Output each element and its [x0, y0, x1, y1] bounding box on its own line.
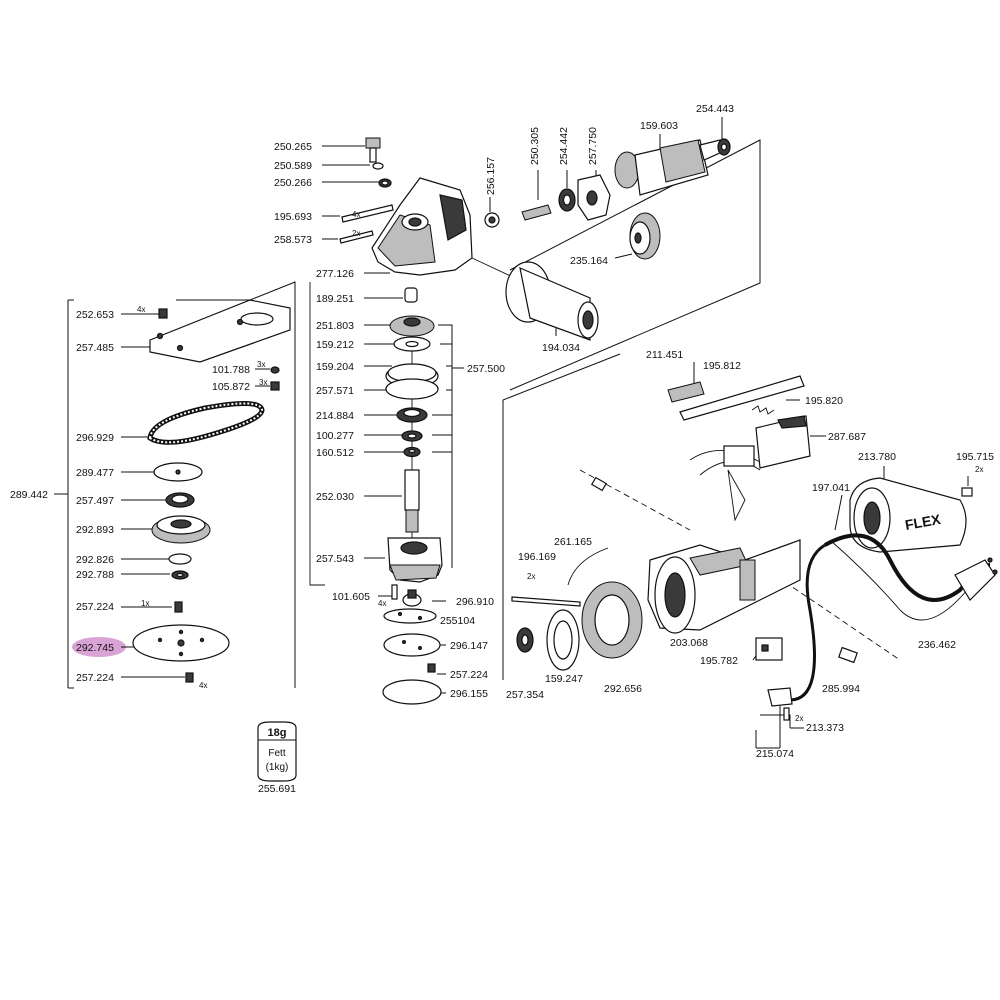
quantity-label: 1x: [141, 599, 149, 608]
part-number-label: 250.589: [274, 160, 312, 172]
part-number-label: 203.068: [670, 637, 708, 649]
part-number-label: 211.451: [646, 349, 683, 361]
part-number-label: 257.543: [316, 553, 354, 565]
part-number-label: 105.872: [212, 381, 250, 393]
quantity-label: 2x: [527, 572, 535, 581]
pad-assembly-group: [54, 281, 296, 689]
quantity-label: 2x: [975, 465, 983, 474]
part-number-label: 159.212: [316, 339, 354, 351]
part-number-label: 195.782: [700, 655, 738, 667]
part-number-label: 195.812: [703, 360, 741, 372]
part-number-label: 159.603: [640, 120, 678, 132]
part-number-label: 257.224: [76, 672, 114, 684]
part-number-label: 257.500: [467, 363, 505, 375]
armature-group: [484, 117, 761, 391]
quantity-label: 4x: [199, 681, 207, 690]
part-number-label: 277.126: [316, 268, 354, 280]
part-number-label: 254.442: [558, 127, 570, 165]
part-number-label: 257.571: [316, 385, 354, 397]
part-number-label: 252.030: [316, 491, 354, 503]
part-number-label: 250.266: [274, 177, 312, 189]
part-number-label: 292.656: [604, 683, 642, 695]
part-number-label: 100.277: [316, 430, 354, 442]
part-number-label: 215.074: [756, 748, 794, 760]
quantity-label: 3x: [257, 360, 265, 369]
quantity-label: 4x: [137, 305, 145, 314]
fett-name: Fett: [268, 748, 285, 759]
part-number-label: 289.477: [76, 467, 114, 479]
part-number-label: 159.204: [316, 361, 354, 373]
part-number-label: 292.893: [76, 524, 114, 536]
part-number-label: 195.820: [805, 395, 843, 407]
part-number-labels: 250.265 250.589 250.266 195.693 258.573 277.1…: [10, 103, 994, 795]
part-number-label: 256.157: [485, 157, 497, 195]
part-number-label: 195.715: [956, 451, 994, 463]
part-number-label: 285.994: [822, 683, 860, 695]
part-number-label: 257.224: [76, 601, 114, 613]
part-number-label: 214.884: [316, 410, 354, 422]
part-number-label: 258.573: [274, 234, 312, 246]
part-number-label: 254.443: [696, 103, 734, 115]
quantity-labels: 4x 2x 4x 3x 3x 1x 4x 4x 2x 2x 2x: [137, 210, 983, 723]
part-number-label: 213.373: [806, 722, 844, 734]
part-number-label: 194.034: [542, 342, 580, 354]
part-number-label: 289.442: [10, 489, 48, 501]
part-number-label: 287.687: [828, 431, 866, 443]
part-number-label: 236.462: [918, 639, 956, 651]
part-number-label: 257.485: [76, 342, 114, 354]
part-number-label: 101.605: [332, 591, 370, 603]
quantity-label: 3x: [259, 378, 267, 387]
part-number-label: 296.147: [450, 640, 488, 652]
part-number-label: 292.826: [76, 554, 114, 566]
part-number-label: 296.155: [450, 688, 488, 700]
fett-weight: 18g: [268, 727, 287, 739]
part-number-label: 213.780: [858, 451, 896, 463]
quantity-label: 2x: [795, 714, 803, 723]
part-number-label: 257.750: [587, 127, 599, 165]
highlight-marker: [72, 637, 126, 657]
part-number-label: 255.691: [258, 783, 296, 795]
part-number-label: 255104: [440, 615, 475, 627]
part-number-label: 296.929: [76, 432, 114, 444]
fett-amount: (1kg): [266, 762, 289, 773]
part-number-label: 235.164: [570, 255, 608, 267]
grease-tub-255-691: 18g Fett (1kg): [257, 721, 297, 782]
gear-head-group: [309, 137, 516, 705]
part-number-label: 257.224: [450, 669, 488, 681]
part-number-label: 252.653: [76, 309, 114, 321]
part-number-label: 257.354: [506, 689, 544, 701]
part-number-label: 250.305: [529, 127, 541, 165]
part-number-label: 296.910: [456, 596, 494, 608]
part-number-label: 159.247: [545, 673, 583, 685]
part-number-label: 197.041: [812, 482, 850, 494]
part-number-label: 292.745: [76, 642, 114, 654]
part-number-label: 251.803: [316, 320, 354, 332]
quantity-label: 2x: [352, 229, 360, 238]
part-number-label: 195.693: [274, 211, 312, 223]
part-number-label: 257.497: [76, 495, 114, 507]
motor-electrical-group: FLEX: [502, 353, 998, 749]
part-number-label: 250.265: [274, 141, 312, 153]
part-number-label: 292.788: [76, 569, 114, 581]
part-number-label: 196.169: [518, 551, 556, 563]
part-number-label: 101.788: [212, 364, 250, 376]
part-number-label: 160.512: [316, 447, 354, 459]
quantity-label: 4x: [378, 599, 386, 608]
part-number-label: 189.251: [316, 293, 354, 305]
part-number-label: 261.165: [554, 536, 592, 548]
quantity-label: 4x: [352, 210, 360, 219]
brand-logo: FLEX: [904, 511, 943, 533]
